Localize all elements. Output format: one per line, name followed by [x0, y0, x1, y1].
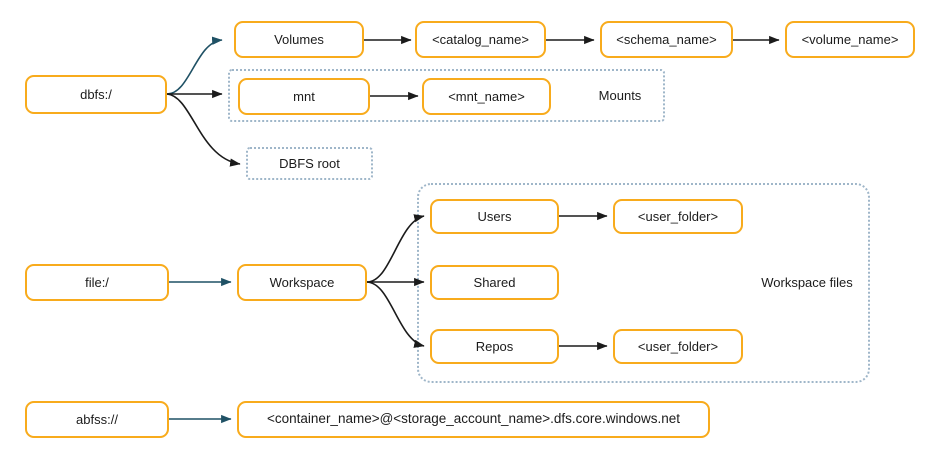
node-repos-folder[interactable]: <user_folder> [613, 329, 743, 364]
node-dbfs-root: DBFS root [246, 147, 373, 180]
node-file-scheme[interactable]: file:/ [25, 264, 169, 301]
group-mounts-label: Mounts [598, 87, 642, 103]
node-repos[interactable]: Repos [430, 329, 559, 364]
edge-dbfs-to-volumes [166, 36, 223, 95]
node-mnt-name[interactable]: <mnt_name> [422, 78, 551, 115]
node-volume-name[interactable]: <volume_name> [785, 21, 915, 58]
node-schema-name[interactable]: <schema_name> [600, 21, 733, 58]
edge-workspace-to-repos [366, 281, 425, 348]
group-workspace-files-label: Workspace files [761, 274, 853, 290]
node-abfss-path[interactable]: <container_name>@<storage_account_name>.… [237, 401, 710, 438]
node-mnt[interactable]: mnt [238, 78, 370, 115]
node-abfss-scheme[interactable]: abfss:// [25, 401, 169, 438]
node-volumes[interactable]: Volumes [234, 21, 364, 58]
node-users-folder[interactable]: <user_folder> [613, 199, 743, 234]
edge-workspace-to-users [366, 214, 425, 283]
node-catalog-name[interactable]: <catalog_name> [415, 21, 546, 58]
node-shared[interactable]: Shared [430, 265, 559, 300]
node-workspace[interactable]: Workspace [237, 264, 367, 301]
node-dbfs-scheme[interactable]: dbfs:/ [25, 75, 167, 114]
node-users[interactable]: Users [430, 199, 559, 234]
